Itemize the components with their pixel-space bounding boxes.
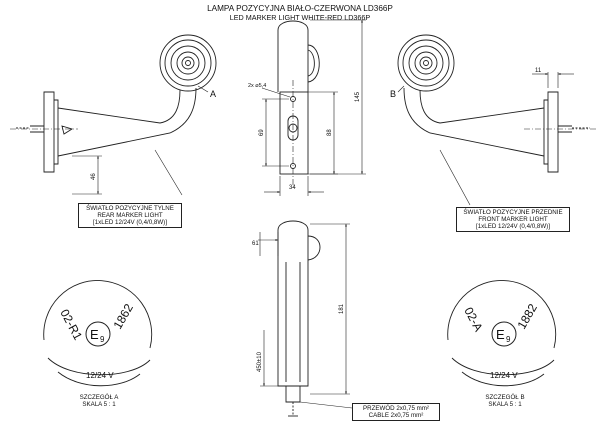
front-label-line1: ŚWIATŁO POZYCYJNE PRZEDNIE <box>463 209 563 216</box>
detail-a-caption: SZCZEGÓŁ A SKALA 5 : 1 <box>64 394 134 408</box>
front-light-side-view <box>397 34 596 206</box>
rear-light-side-view <box>10 34 217 196</box>
rear-label-line3: [1xLED 12/24V (0,4/0,8W)] <box>93 219 167 226</box>
dim-46: 46 <box>91 173 97 180</box>
dim-11: 11 <box>535 68 542 74</box>
detail-a-e-number: 9 <box>100 335 105 344</box>
letter-a: A <box>210 89 216 99</box>
detail-b-code: 1882 <box>514 301 540 331</box>
detail-b-e-mark: E <box>496 327 505 342</box>
dim-450: 450±10 <box>257 351 263 372</box>
detail-a-code: 1862 <box>110 301 136 331</box>
title-en: LED MARKER LIGHT WHITE-RED LD366P <box>229 13 371 22</box>
dim-34: 34 <box>289 185 296 191</box>
cable-label-pl: PRZEWÓD 2x0,75 mm² <box>362 405 429 412</box>
dim-181: 181 <box>339 303 345 314</box>
detail-b-marking: 02-A <box>461 305 485 334</box>
front-elevation-view <box>261 19 366 196</box>
detail-b-e-number: 9 <box>506 335 511 344</box>
detail-a-view <box>43 280 153 387</box>
dim-88: 88 <box>327 129 333 136</box>
detail-a-line1: SZCZEGÓŁ A <box>79 394 119 401</box>
detail-a-marking: 02-R1 <box>57 307 85 343</box>
front-label-line2: FRONT MARKER LIGHT <box>478 216 548 223</box>
rear-light-label: ŚWIATŁO POZYCYJNE TYLNE REAR MARKER LIGH… <box>78 203 182 228</box>
letter-b: B <box>390 89 396 99</box>
dim-61: 61 <box>252 241 259 247</box>
detail-b-line1: SZCZEGÓŁ B <box>485 394 525 401</box>
detail-b-view <box>447 280 557 387</box>
front-light-label: ŚWIATŁO POZYCYJNE PRZEDNIE FRONT MARKER … <box>456 207 570 232</box>
rear-label-line1: ŚWIATŁO POZYCYJNE TYLNE <box>86 205 174 212</box>
detail-a-voltage: 12/24 V <box>86 371 114 380</box>
cable-label-en: CABLE 2x0,75 mm² <box>368 412 424 419</box>
dim-145: 145 <box>355 91 361 102</box>
front-label-line3: [1xLED 12/24V (0,4/0,8W)] <box>476 223 550 230</box>
rear-label-line2: REAR MARKER LIGHT <box>97 212 163 219</box>
dim-69: 69 <box>259 129 265 136</box>
detail-b-line2: SKALA 5 : 1 <box>488 401 522 408</box>
title-pl: LAMPA POZYCYJNA BIAŁO-CZERWONA LD366P <box>207 4 393 13</box>
side-elevation-view <box>258 220 353 417</box>
detail-b-caption: SZCZEGÓŁ B SKALA 5 : 1 <box>470 394 540 408</box>
detail-a-e-mark: E <box>90 327 99 342</box>
cable-label: PRZEWÓD 2x0,75 mm² CABLE 2x0,75 mm² <box>352 403 440 421</box>
dim-hole: 2x ⌀5,4 <box>248 83 266 89</box>
detail-b-voltage: 12/24 V <box>490 371 518 380</box>
detail-a-line2: SKALA 5 : 1 <box>82 401 116 408</box>
